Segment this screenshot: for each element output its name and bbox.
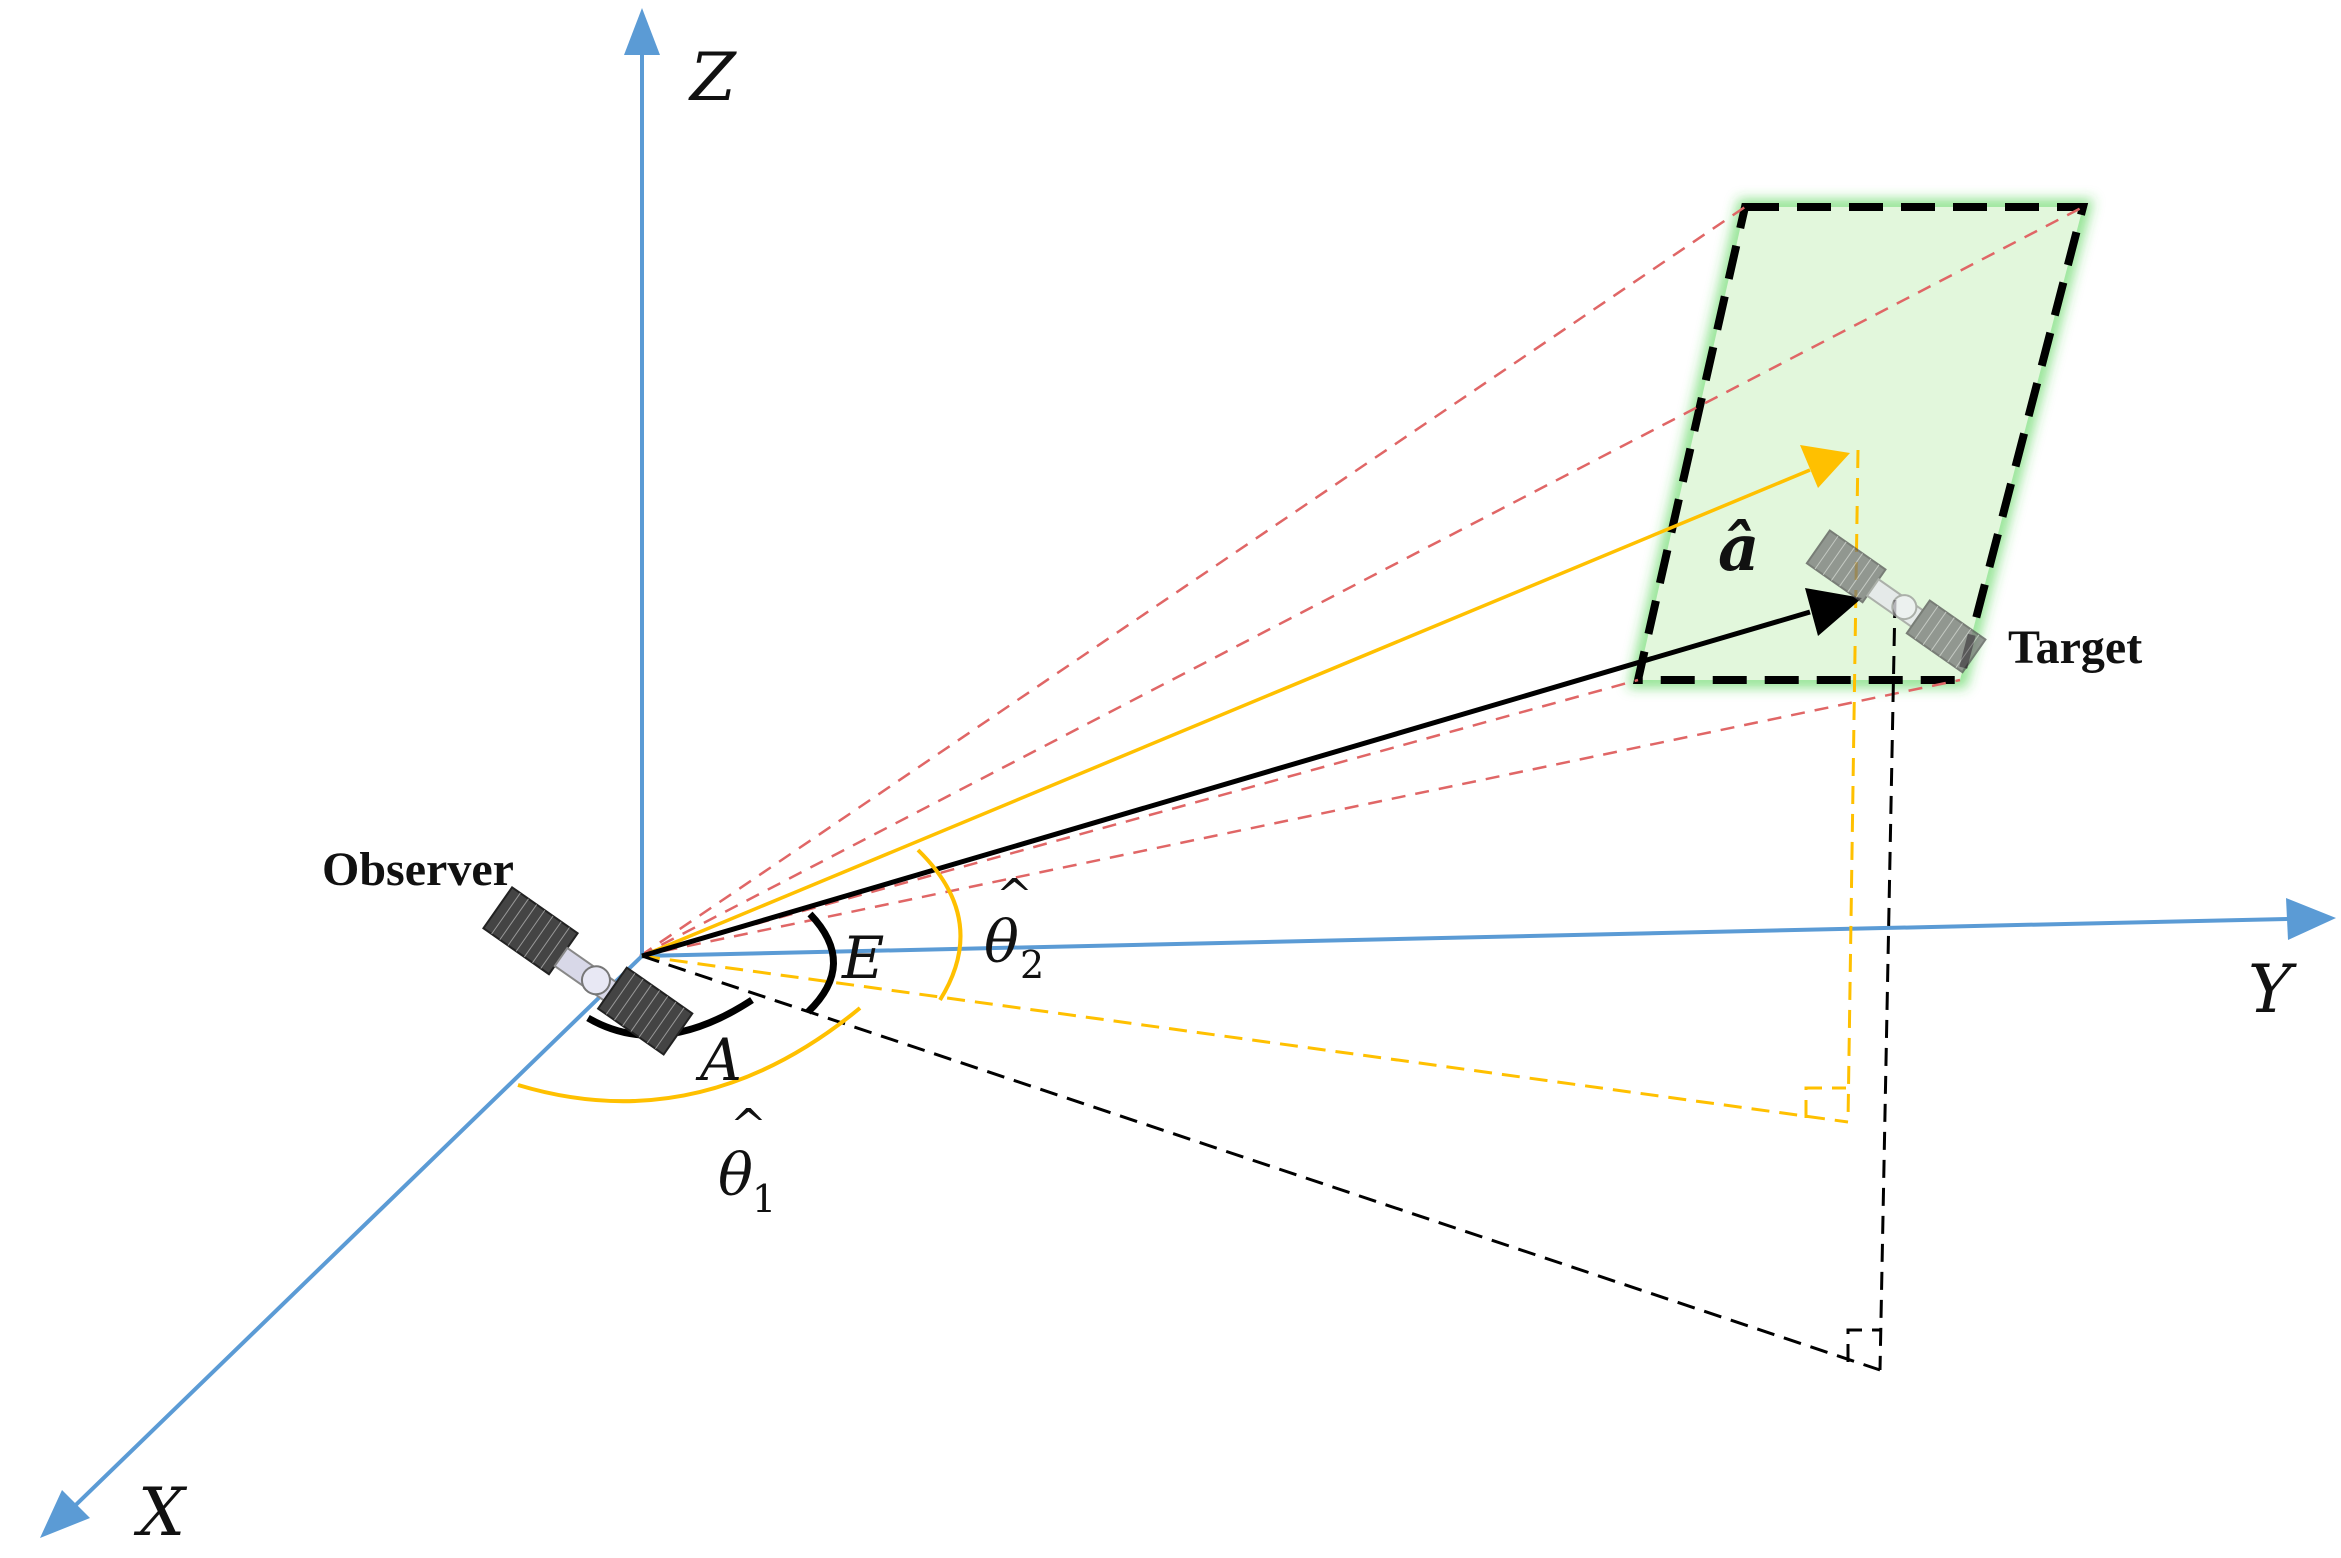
arc-e — [805, 911, 837, 1015]
arc-theta-2 — [916, 848, 963, 1002]
axis-arrowheads — [40, 8, 2336, 1538]
target-plane — [1627, 199, 2094, 688]
theta-2-symbol: θ — [984, 908, 1019, 976]
y-axis — [641, 912, 2332, 958]
black-projection — [641, 599, 1897, 1372]
theta-2-subscript: 2 — [1020, 943, 1044, 987]
satellite-icon — [482, 885, 694, 1056]
yellow-vector — [641, 445, 1850, 958]
vector-a — [641, 588, 1862, 959]
z-axis-label: Z — [688, 39, 737, 116]
x-axis — [50, 954, 644, 1530]
theta-1-subscript: 1 — [752, 1177, 776, 1221]
angle-e-label: E — [841, 924, 884, 992]
theta-2-hat: ^ — [996, 870, 1033, 921]
angle-a-label: A — [695, 1026, 742, 1094]
y-axis-label: Y — [2248, 951, 2297, 1028]
theta-2-label: ^ θ 2 — [984, 870, 1044, 987]
target-label: Target — [2008, 621, 2142, 674]
theta-1-hat: ^ — [730, 1100, 767, 1151]
x-axis-label: X — [133, 1474, 188, 1551]
satellite-icon — [1805, 529, 1987, 674]
theta-1-label: ^ θ 1 — [718, 1100, 776, 1221]
observer-label: Observer — [322, 843, 514, 896]
arc-theta-1 — [517, 1006, 862, 1104]
vector-a-label: â — [1718, 511, 1759, 586]
axes — [50, 20, 2332, 1530]
theta-1-symbol: θ — [718, 1141, 753, 1209]
